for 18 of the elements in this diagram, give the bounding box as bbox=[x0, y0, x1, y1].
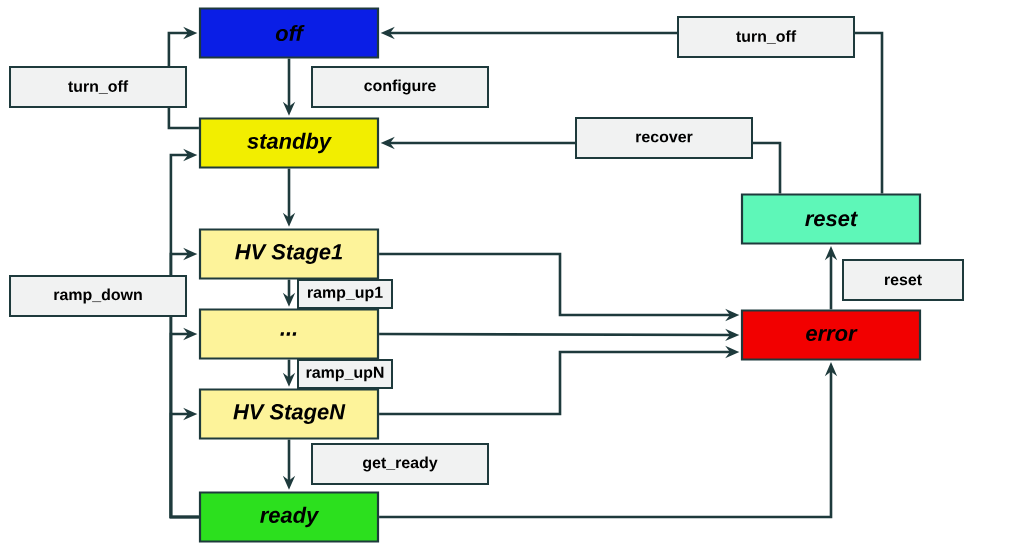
edge-label: turn_off bbox=[9, 66, 187, 108]
state-box: error bbox=[740, 309, 922, 361]
state-box: standby bbox=[198, 117, 380, 169]
edge-label: ramp_down bbox=[9, 275, 187, 317]
state-box: reset bbox=[740, 193, 922, 245]
edge-label: ramp_up1 bbox=[297, 279, 393, 309]
edge-label: configure bbox=[311, 66, 489, 108]
state-box: ... bbox=[198, 308, 380, 360]
state-box: off bbox=[198, 7, 380, 59]
edge-label: recover bbox=[575, 117, 753, 159]
state-box: ready bbox=[198, 491, 380, 543]
edge-label: ramp_upN bbox=[297, 359, 393, 389]
edge-label: turn_off bbox=[677, 16, 855, 58]
edge-label: reset bbox=[842, 259, 964, 301]
state-box: HV Stage1 bbox=[198, 228, 380, 280]
state-box: HV StageN bbox=[198, 388, 380, 440]
arrow bbox=[169, 407, 199, 519]
edge-label: get_ready bbox=[311, 443, 489, 485]
